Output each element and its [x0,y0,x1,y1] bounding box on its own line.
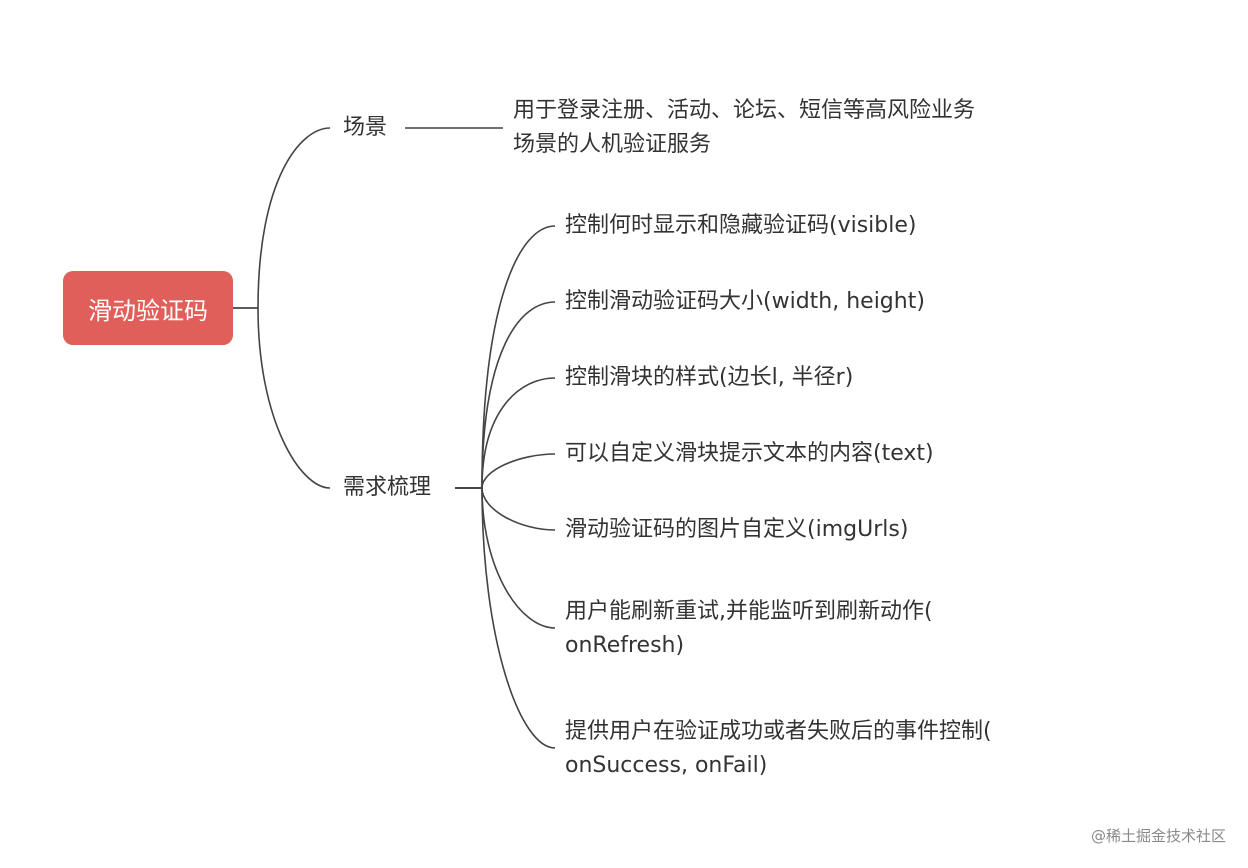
connector-req-7 [455,487,556,749]
requirement-images: 滑动验证码的图片自定义(imgUrls) [565,519,908,541]
requirement-refresh: 用户能刷新重试,并能监听到刷新动作( onRefresh) [565,595,933,663]
requirement-text-label: 可以自定义滑块提示文本的内容(text) [565,441,934,466]
requirement-events-line-1: 提供用户在验证成功或者失败后的事件控制( [565,719,992,744]
requirement-refresh-line-1: 用户能刷新重试,并能监听到刷新动作( [565,599,933,624]
connector-req-5 [455,487,556,531]
requirement-visible-label: 控制何时显示和隐藏验证码(visible) [565,213,917,238]
requirement-visible: 控制何时显示和隐藏验证码(visible) [565,215,917,237]
connector-req-4 [455,453,556,489]
watermark: @稀土掘金技术社区 [1091,825,1226,846]
root-node: 滑动验证码 [63,271,233,345]
requirement-images-label: 滑动验证码的图片自定义(imgUrls) [565,517,909,542]
watermark-text: @稀土掘金技术社区 [1090,827,1226,845]
branch-requirements: 需求梳理 [343,477,431,499]
requirement-slider-style: 控制滑块的样式(边长l, 半径r) [565,367,853,389]
scene-note-line-2: 场景的人机验证服务 [513,132,712,157]
connector-req-2 [455,301,556,489]
requirement-events: 提供用户在验证成功或者失败后的事件控制( onSuccess, onFail) [565,715,992,783]
requirement-events-line-2: onSuccess, onFail) [565,753,768,778]
connector-root-to-scene [233,127,331,309]
requirement-size-label: 控制滑动验证码大小(width, height) [565,289,925,314]
requirement-refresh-line-2: onRefresh) [565,633,685,658]
scene-note-line-1: 用于登录注册、活动、论坛、短信等高风险业务 [513,98,976,123]
requirement-slider-style-label: 控制滑块的样式(边长l, 半径r) [565,365,854,390]
connector-root-to-requirements [233,307,331,489]
requirement-text: 可以自定义滑块提示文本的内容(text) [565,443,934,465]
scene-note: 用于登录注册、活动、论坛、短信等高风险业务 场景的人机验证服务 [513,94,975,162]
connector-req-6 [455,487,556,629]
connector-req-1 [455,225,556,489]
branch-scene: 场景 [343,117,387,139]
root-label: 滑动验证码 [88,296,208,325]
requirement-size: 控制滑动验证码大小(width, height) [565,291,925,313]
branch-requirements-label: 需求梳理 [343,475,432,500]
branch-scene-label: 场景 [343,115,388,140]
connector-req-3 [455,377,556,489]
